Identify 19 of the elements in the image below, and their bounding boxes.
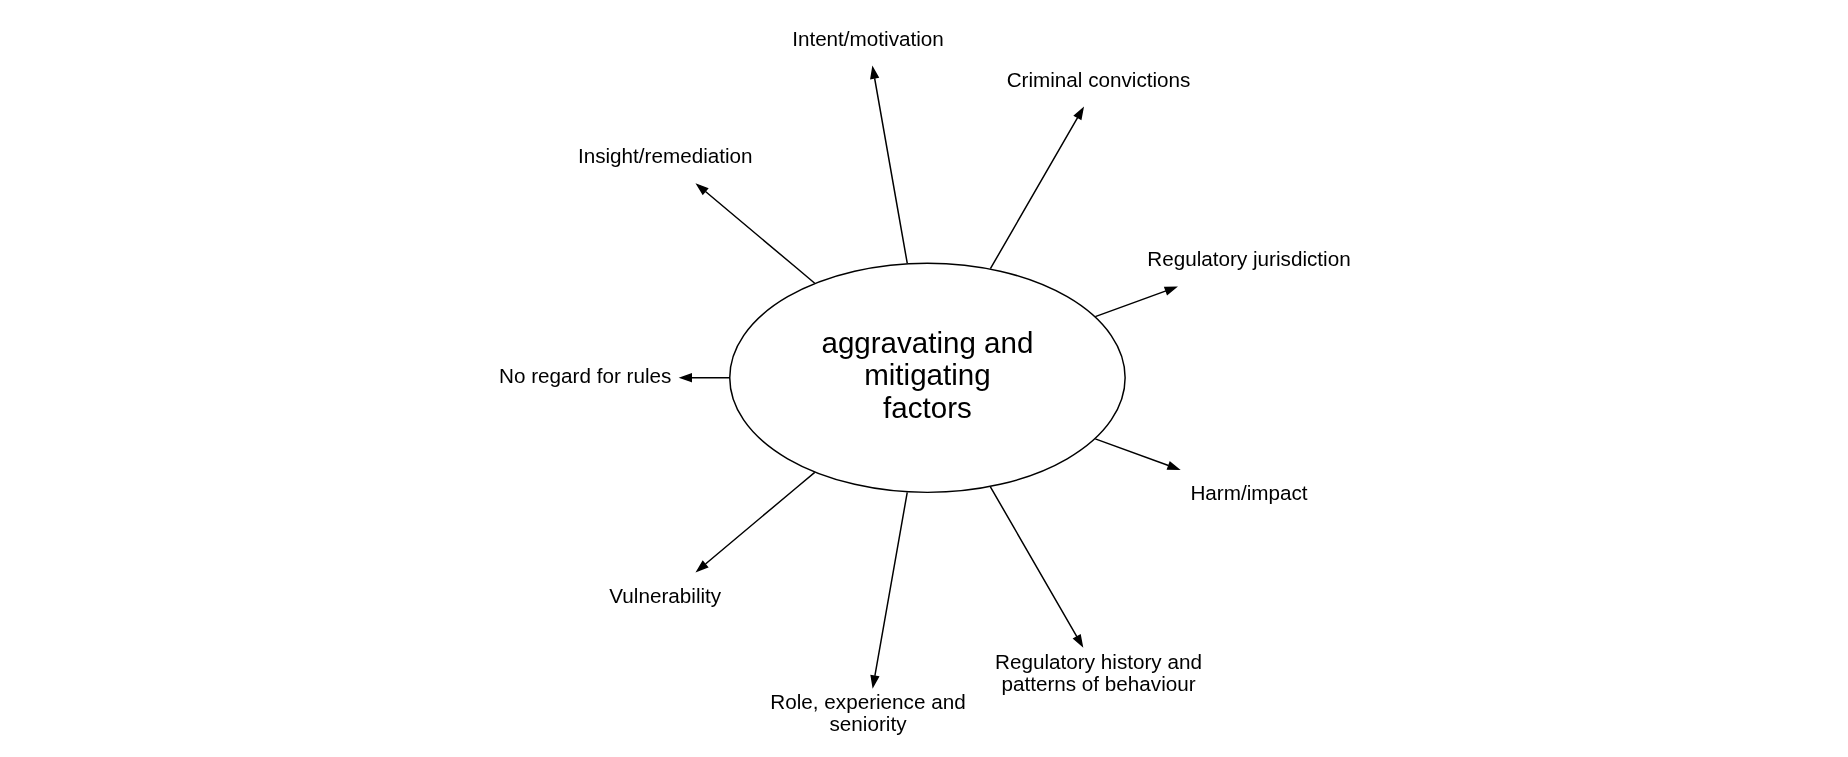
node-text: Vulnerability — [608, 584, 721, 608]
node-text: Criminal convictions — [1006, 67, 1190, 91]
node-text: Intent/motivation — [791, 27, 944, 51]
arrow — [869, 65, 908, 264]
arrow — [1094, 438, 1181, 470]
arrow — [678, 373, 731, 383]
arrow — [869, 491, 908, 689]
arrow — [694, 471, 815, 573]
node-text: Role, experience and seniority — [769, 690, 966, 736]
node-text: Harm/impact — [1189, 481, 1308, 505]
arrow — [989, 486, 1083, 648]
node-text: Regulatory jurisdiction — [1146, 247, 1351, 271]
arrow — [989, 106, 1084, 270]
node-text: No regard for rules — [498, 364, 671, 388]
arrow — [1094, 286, 1178, 318]
node-ellipse: aggravating and mitigating factors — [728, 262, 1126, 494]
node-text: Insight/remediation — [577, 144, 753, 168]
arrow — [694, 183, 815, 284]
node-text: Regulatory history and patterns of behaviour — [994, 649, 1202, 695]
